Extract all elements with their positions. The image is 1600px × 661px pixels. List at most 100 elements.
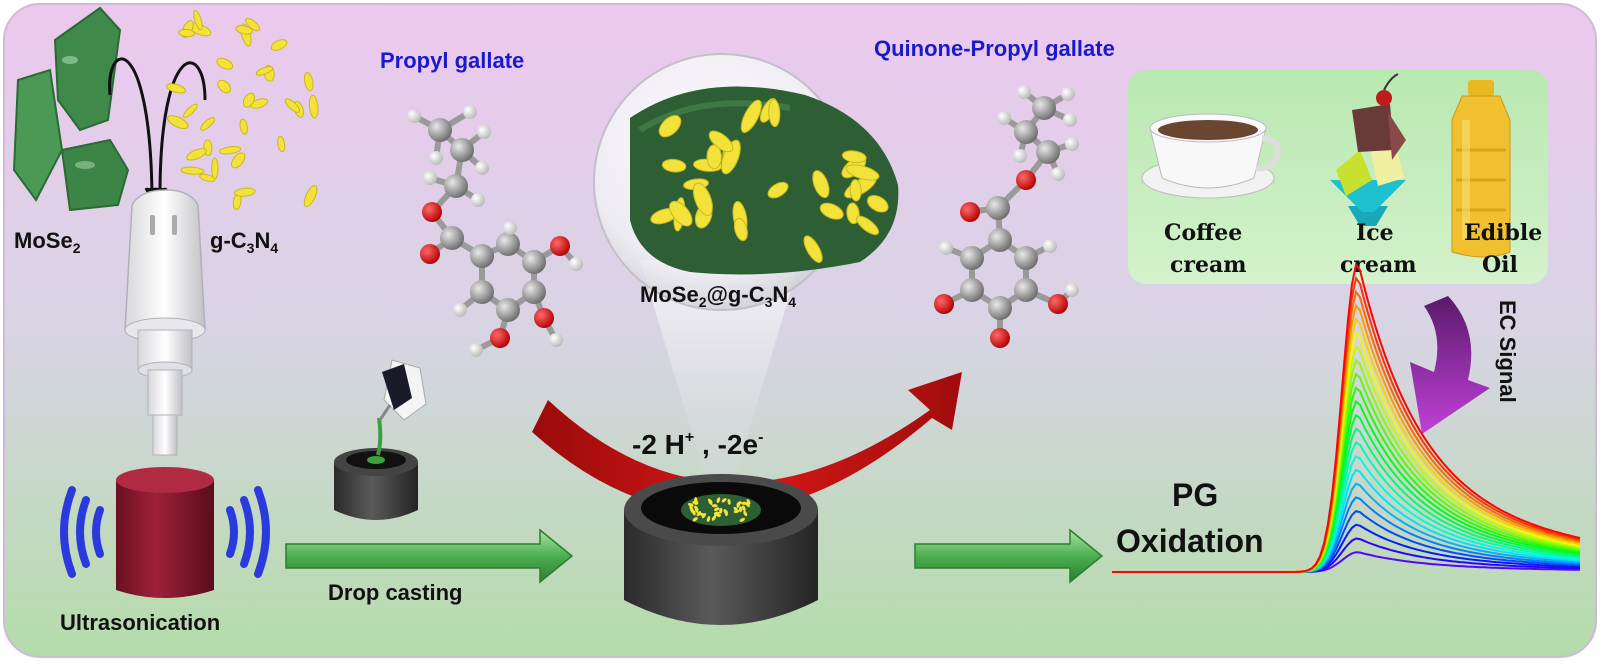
reaction-label: -2 H+ , -2e- [632, 429, 763, 460]
electrode-flake [692, 500, 698, 505]
ice-cream-icon [1330, 73, 1406, 226]
hydrogen-atom [429, 151, 443, 165]
gc3n4-flake [303, 185, 318, 208]
gc3n4-flakes [165, 9, 319, 210]
carbon-atom [470, 244, 494, 268]
carbon-atom [522, 250, 546, 274]
hydrogen-atom [1051, 167, 1065, 181]
carbon-atom [1032, 96, 1056, 120]
composite-zoom-bubble [593, 53, 899, 311]
gc3n4-flake [182, 103, 198, 118]
carbon-atom [470, 280, 494, 304]
ec-signal-label: EC Signal [1495, 300, 1520, 403]
quinone-propyl-gallate-label: Quinone-Propyl gallate [874, 36, 1115, 61]
gc3n4-flake [211, 157, 219, 180]
composite-flake [661, 158, 687, 173]
oxygen-atom [960, 202, 980, 222]
sample-label-coffee: Coffee cream [1164, 220, 1250, 278]
composite-flake [812, 170, 830, 199]
hydrogen-atom [939, 241, 953, 255]
oxygen-atom [1048, 294, 1068, 314]
voltammogram-curve [1112, 262, 1581, 573]
zoom-cone [640, 260, 800, 500]
gc3n4-label: g-C3N4 [210, 228, 278, 256]
composite-flake [740, 99, 762, 133]
gc3n4-flake [180, 166, 205, 175]
sample-label-ice-cream: Ice cream [1340, 220, 1417, 278]
gc3n4-flake [233, 187, 256, 197]
gc3n4-flake [242, 92, 255, 108]
carbon-atom [496, 232, 520, 256]
carbon-atom [986, 196, 1010, 220]
composite-flake [708, 130, 734, 153]
oil-bottle-icon [1451, 80, 1511, 258]
composite-label: MoSe2@g-C3N4 [640, 282, 796, 310]
composite-flake [819, 202, 844, 220]
gc3n4-flake [178, 28, 195, 38]
hydrogen-atom [1065, 137, 1079, 151]
oxygen-atom [550, 236, 570, 256]
real-samples-panel: Coffee cream Ice cream Edible Oil [1128, 70, 1550, 284]
oxygen-atom [990, 328, 1010, 348]
oxygen-atom [420, 244, 440, 264]
carbon-atom [1014, 120, 1038, 144]
gc3n4-flake [235, 25, 253, 35]
carbon-atom [450, 138, 474, 162]
composite-flake [846, 202, 860, 225]
hydrogen-atom [471, 193, 485, 207]
hydrogen-atom [549, 333, 563, 347]
composite-flake [768, 98, 781, 128]
electrode-flake [696, 511, 702, 517]
electrode-flake [687, 503, 694, 507]
carbon-atom [440, 226, 464, 250]
electrode-flake [714, 511, 720, 517]
hydrogen-atom [1065, 283, 1079, 297]
gc3n4-flake [231, 152, 246, 169]
composite-flake [658, 115, 682, 138]
carbon-atom [988, 296, 1012, 320]
hydrogen-atom [503, 221, 517, 235]
composite-flake [866, 195, 889, 213]
hydrogen-atom [423, 171, 437, 185]
electrode-flake [692, 517, 698, 522]
oxygen-atom [1016, 170, 1036, 190]
process-arrow-2 [914, 528, 1104, 584]
composite-flake [767, 181, 789, 199]
composite-flake [849, 179, 862, 202]
composite-flake [803, 235, 823, 263]
hydrogen-atom [477, 125, 491, 139]
sample-label-edible-oil: Edible Oil [1464, 220, 1550, 278]
dropper-icon [378, 359, 427, 421]
gc3n4-flake [239, 118, 248, 135]
gc3n4-flake [193, 9, 203, 31]
composite-flake [733, 217, 748, 242]
hydrogen-atom [1013, 149, 1027, 163]
electrode-flake [738, 506, 743, 513]
gc3n4-flake [216, 57, 234, 70]
gc3n4-flake [217, 79, 232, 94]
mose2-flakes [12, 6, 130, 212]
hydrogen-atom [1063, 113, 1077, 127]
hydrogen-atom [407, 109, 421, 123]
carbon-atom [522, 280, 546, 304]
gc3n4-flake [199, 173, 216, 182]
process-arrow-1 [285, 528, 574, 584]
electrode-flake [741, 505, 746, 512]
gc3n4-flake [255, 66, 274, 76]
electrode-flake [745, 501, 750, 508]
pg-oxidation-label: PG Oxidation [1116, 477, 1264, 559]
electrode-flake [723, 509, 728, 515]
gc3n4-flake [284, 98, 301, 113]
hydrogen-atom [1061, 87, 1075, 101]
carbon-atom [960, 278, 984, 302]
ec-signal-arrow [1410, 296, 1490, 434]
carbon-atom [960, 246, 984, 270]
hydrogen-atom [997, 111, 1011, 125]
hydrogen-atom [453, 303, 467, 317]
gc3n4-flake [186, 148, 207, 161]
coffee-cup-icon [1141, 113, 1282, 199]
electrode-flake [706, 516, 711, 522]
gc3n4-flake [200, 117, 216, 131]
